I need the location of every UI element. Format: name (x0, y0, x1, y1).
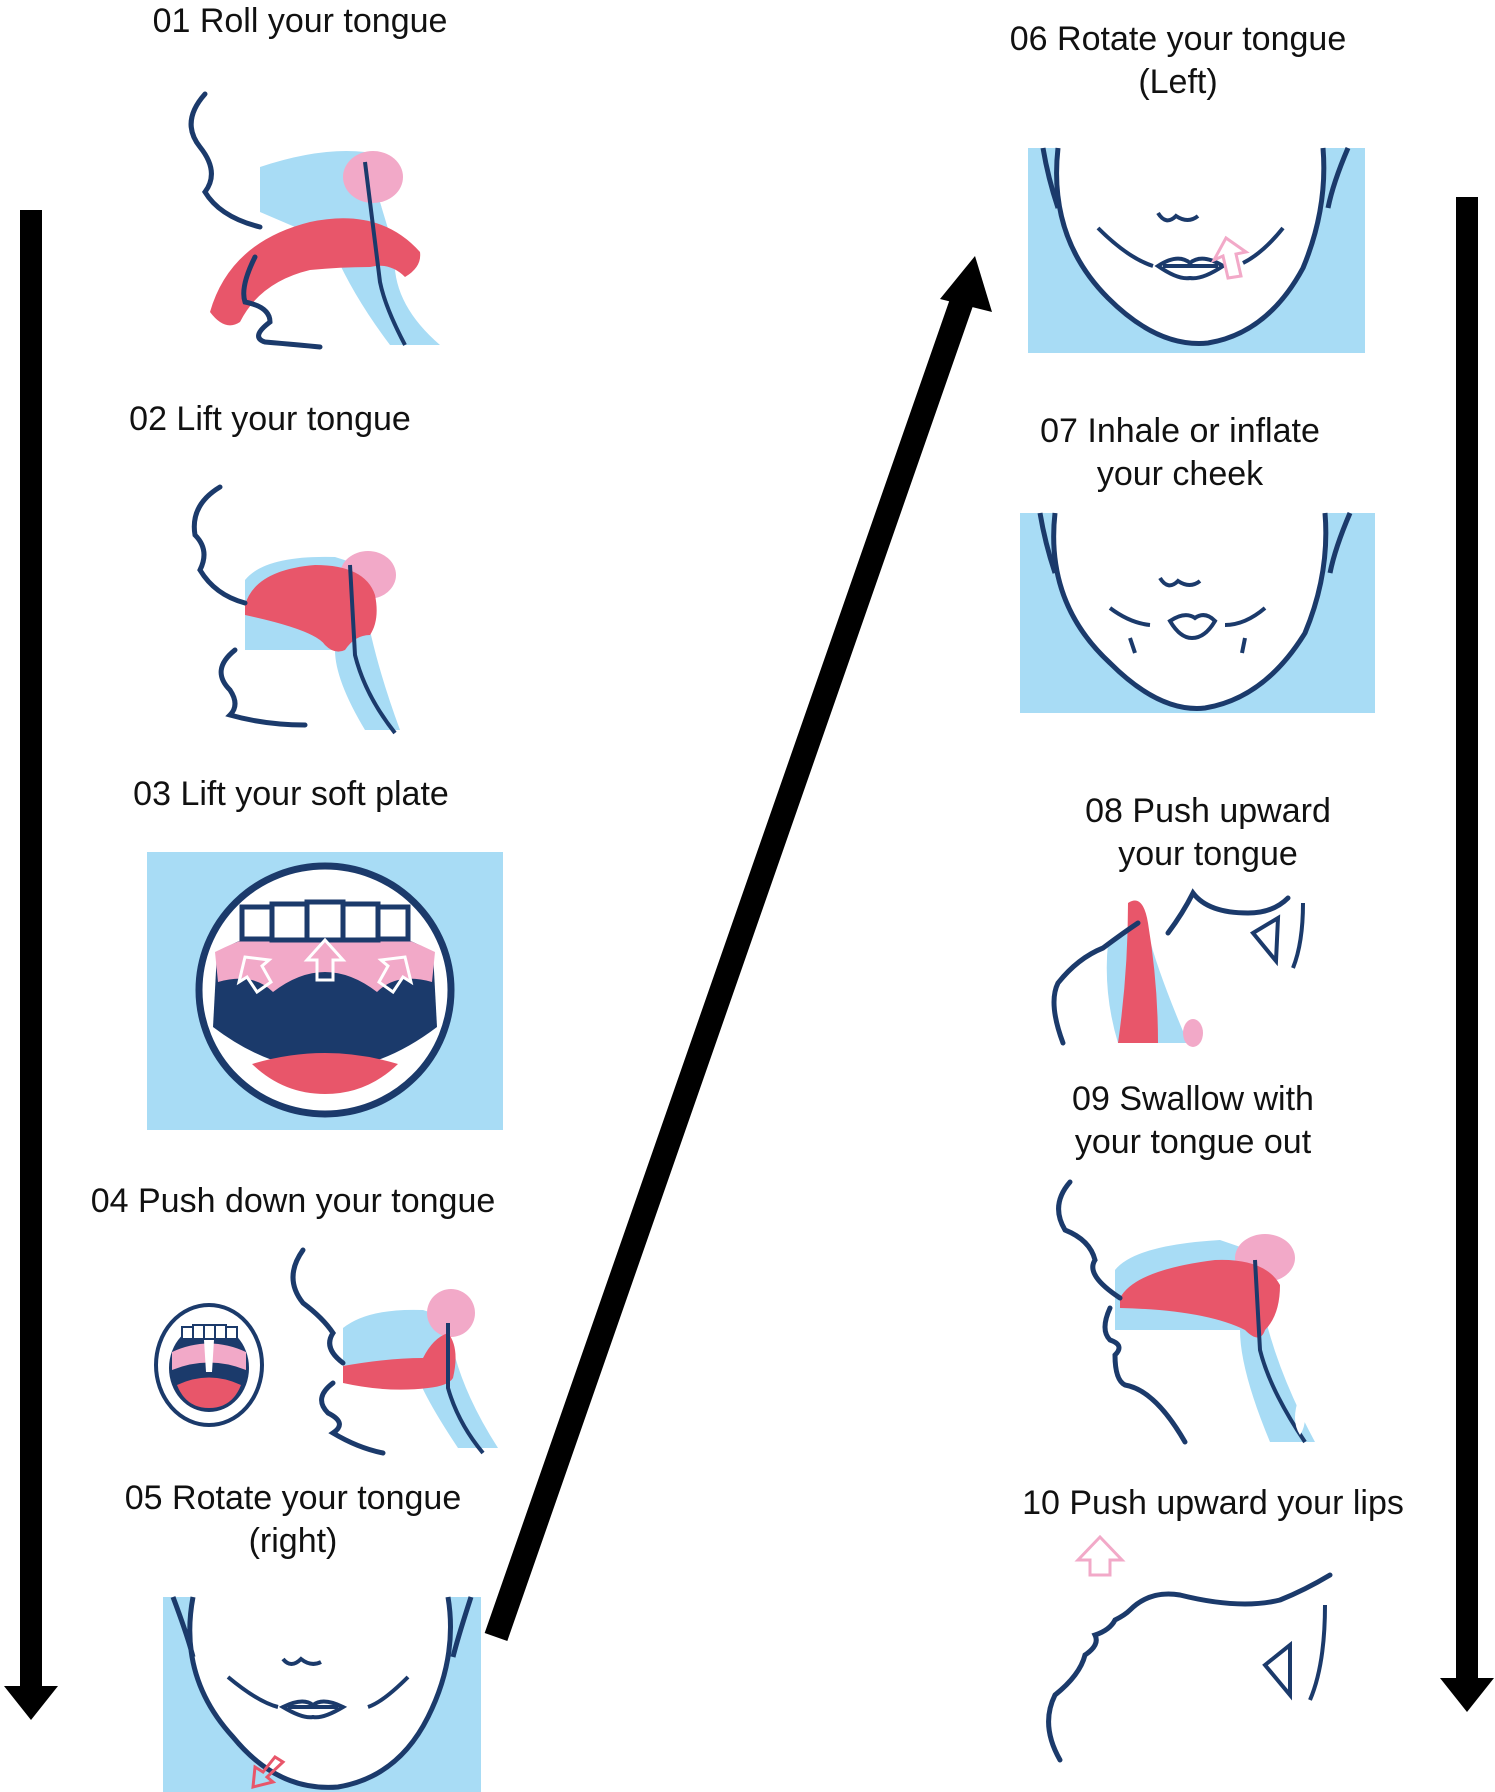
step-07-illustration (1020, 512, 1375, 713)
step-01-illustration (188, 91, 440, 350)
step-08-illustration (1051, 888, 1305, 1047)
step-04-mouth-illustration (154, 1303, 264, 1427)
push-arrow-icon (1210, 235, 1250, 280)
step-03-illustration (147, 852, 503, 1130)
step-01-label: 01 Roll your tongue (152, 2, 448, 40)
step-04-label: 04 Push down your tongue (90, 1182, 496, 1220)
upper-teeth (239, 899, 411, 943)
step-05-illustration (163, 1596, 481, 1792)
step-10-label: 10 Push upward your lips (1022, 1484, 1404, 1522)
step-10-illustration (1046, 1534, 1333, 1763)
step-09-illustration (1056, 1179, 1315, 1445)
step-06-label: 06 Rotate your tongue(Left) (1009, 20, 1347, 101)
flow-arrow-down-icon (4, 210, 58, 1720)
step-02-illustration (191, 484, 400, 735)
flow-arrow-diagonal-icon (484, 256, 992, 1641)
step-02-label: 02 Lift your tongue (129, 400, 411, 438)
step-04-profile-illustration (290, 1247, 498, 1456)
flow-arrow-down-icon (1440, 197, 1494, 1712)
push-arrow-icon (1074, 1534, 1126, 1577)
push-arrow-icon (236, 937, 414, 995)
step-05-label: 05 Rotate your tongue(right) (124, 1479, 462, 1560)
push-arrow-icon (251, 1755, 286, 1789)
step-03-label: 03 Lift your soft plate (133, 775, 449, 813)
step-06-illustration (1028, 147, 1365, 353)
